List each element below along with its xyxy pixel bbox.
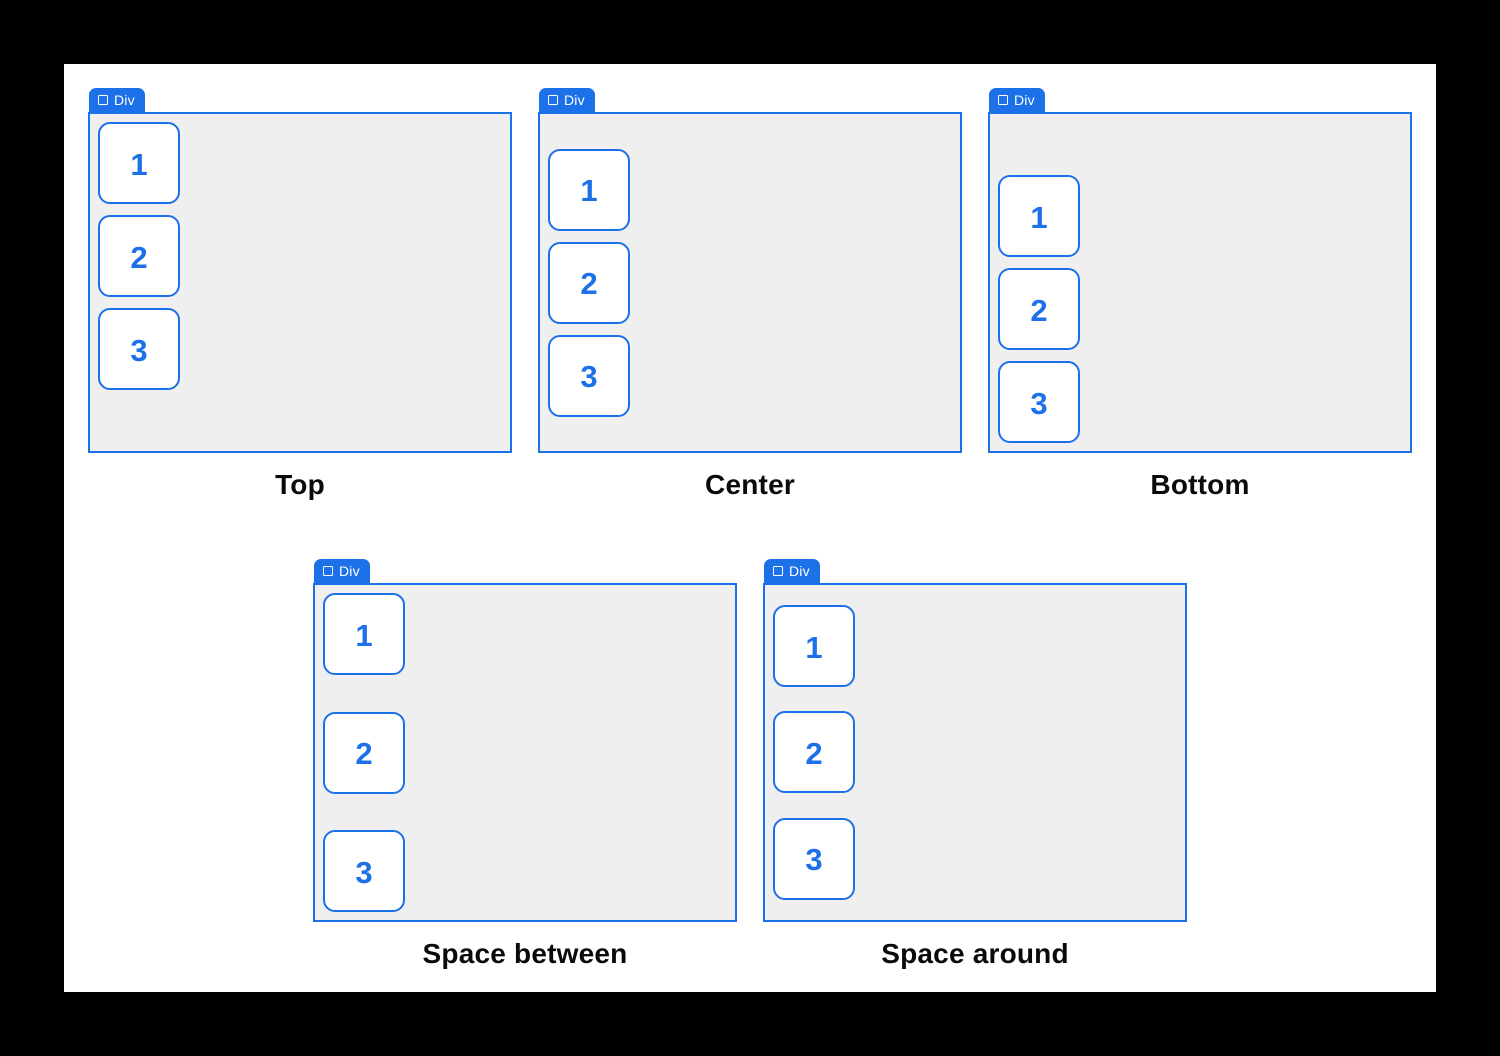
div-tag-label: Div — [564, 92, 585, 108]
flex-item-box: 3 — [98, 308, 180, 390]
flex-item-box: 3 — [323, 830, 405, 912]
panel-caption: Space around — [881, 938, 1069, 969]
div-tag: Div — [89, 88, 145, 112]
flex-container-top: 1 2 3 — [88, 112, 512, 453]
panel-space-around: Div 1 2 3 Space around — [763, 559, 1187, 970]
square-icon — [998, 95, 1008, 105]
div-tag: Div — [989, 88, 1045, 112]
flex-item-box: 3 — [773, 817, 855, 900]
flex-item-box: 1 — [998, 175, 1080, 257]
flex-item-box: 2 — [323, 711, 405, 794]
flex-item-box: 1 — [98, 122, 180, 204]
square-icon — [323, 566, 333, 576]
div-tag-label: Div — [114, 92, 135, 108]
square-icon — [773, 566, 783, 576]
panel-caption: Center — [705, 469, 795, 500]
div-tag: Div — [314, 559, 370, 583]
flex-item-box: 1 — [548, 148, 630, 231]
flex-item-box: 2 — [548, 241, 630, 324]
square-icon — [548, 95, 558, 105]
flex-item-box: 3 — [998, 361, 1080, 443]
flex-container-space-around: 1 2 3 — [763, 583, 1187, 922]
square-icon — [98, 95, 108, 105]
flex-item-box: 2 — [98, 215, 180, 297]
panel-center: Div 1 2 3 Center — [538, 88, 962, 501]
panel-caption: Bottom — [1150, 469, 1250, 500]
flex-item-box: 1 — [773, 605, 855, 688]
div-tag-label: Div — [1014, 92, 1035, 108]
flex-item-box: 3 — [548, 334, 630, 417]
diagram-canvas: Div 1 2 3 Top Div 1 2 3 Center Div 1 2 3 — [64, 64, 1436, 992]
flex-item-box: 1 — [323, 593, 405, 675]
div-tag-label: Div — [789, 563, 810, 579]
panel-space-between: Div 1 2 3 Space between — [313, 559, 737, 970]
flex-container-center: 1 2 3 — [538, 112, 962, 453]
panel-caption: Top — [275, 469, 325, 500]
div-tag: Div — [764, 559, 820, 583]
div-tag: Div — [539, 88, 595, 112]
panel-bottom: Div 1 2 3 Bottom — [988, 88, 1412, 501]
panel-caption: Space between — [422, 938, 628, 969]
flex-container-space-between: 1 2 3 — [313, 583, 737, 922]
panel-top: Div 1 2 3 Top — [88, 88, 512, 501]
flex-item-box: 2 — [773, 711, 855, 794]
flex-container-bottom: 1 2 3 — [988, 112, 1412, 453]
div-tag-label: Div — [339, 563, 360, 579]
flex-item-box: 2 — [998, 268, 1080, 350]
